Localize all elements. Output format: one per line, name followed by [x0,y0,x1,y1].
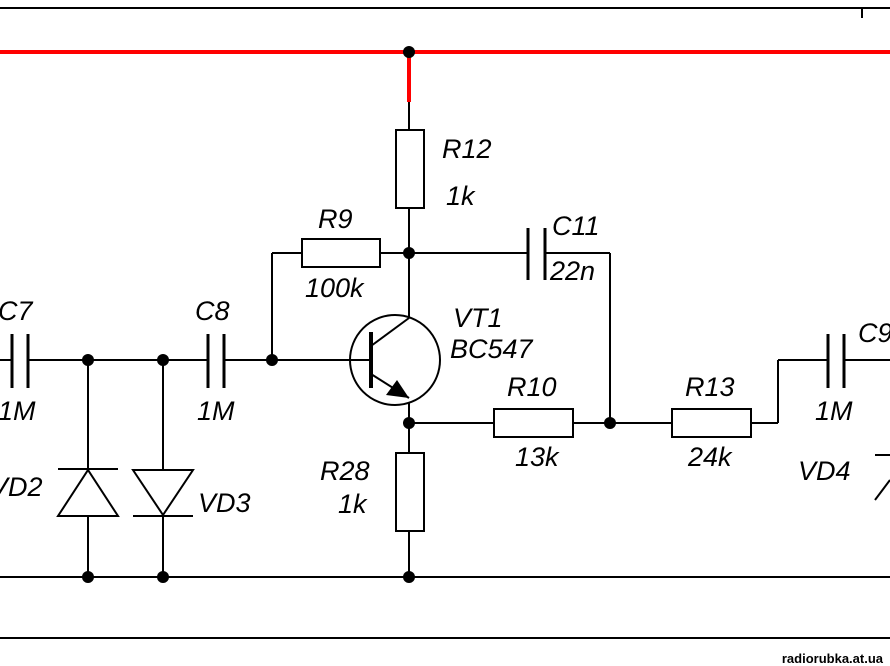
c7-ref: C7 [0,296,33,326]
vd4-ref: VD4 [798,456,851,486]
capacitor-c11 [526,228,547,280]
c11-value: 22n [549,256,595,286]
diode-vd2 [56,468,120,517]
r28-ref: R28 [320,456,370,486]
r10-ref: R10 [507,372,557,402]
c9-value: 1M [815,396,853,426]
c8-ref: C8 [195,296,230,326]
supply-rail [0,50,890,102]
r10-value: 13k [515,442,560,472]
wiring [0,102,890,577]
vd2-ref: VD2 [0,472,43,502]
capacitor-c8 [206,334,226,388]
diode-vd3 [131,469,195,517]
r9-ref: R9 [318,204,353,234]
r28-value: 1k [338,489,368,519]
c11-ref: C11 [552,211,600,241]
diagram-frame [0,7,890,639]
resistor-r9 [301,238,381,268]
r13-ref: R13 [685,372,735,402]
capacitor-c9 [826,334,846,388]
r13-value: 24k [687,442,733,472]
vd3-ref: VD3 [198,488,251,518]
c9-ref: C9 [858,318,890,348]
r9-value: 100k [305,273,365,303]
c8-value: 1M [197,396,235,426]
r12-value: 1k [446,181,476,211]
watermark-text: radiorubka.at.ua [778,651,886,666]
c7-value: 1M [0,396,36,426]
diode-vd4 [874,454,890,501]
vt1-ref: VT1 [453,303,503,333]
resistor-r28 [395,452,425,532]
junction-dots [82,46,616,583]
resistor-r13 [671,408,752,438]
transistor-vt1 [349,314,441,406]
resistor-r10 [493,408,574,438]
capacitor-c7 [10,334,30,388]
vt1-value: BC547 [450,334,534,364]
resistor-r12 [395,129,425,209]
r12-ref: R12 [442,134,492,164]
